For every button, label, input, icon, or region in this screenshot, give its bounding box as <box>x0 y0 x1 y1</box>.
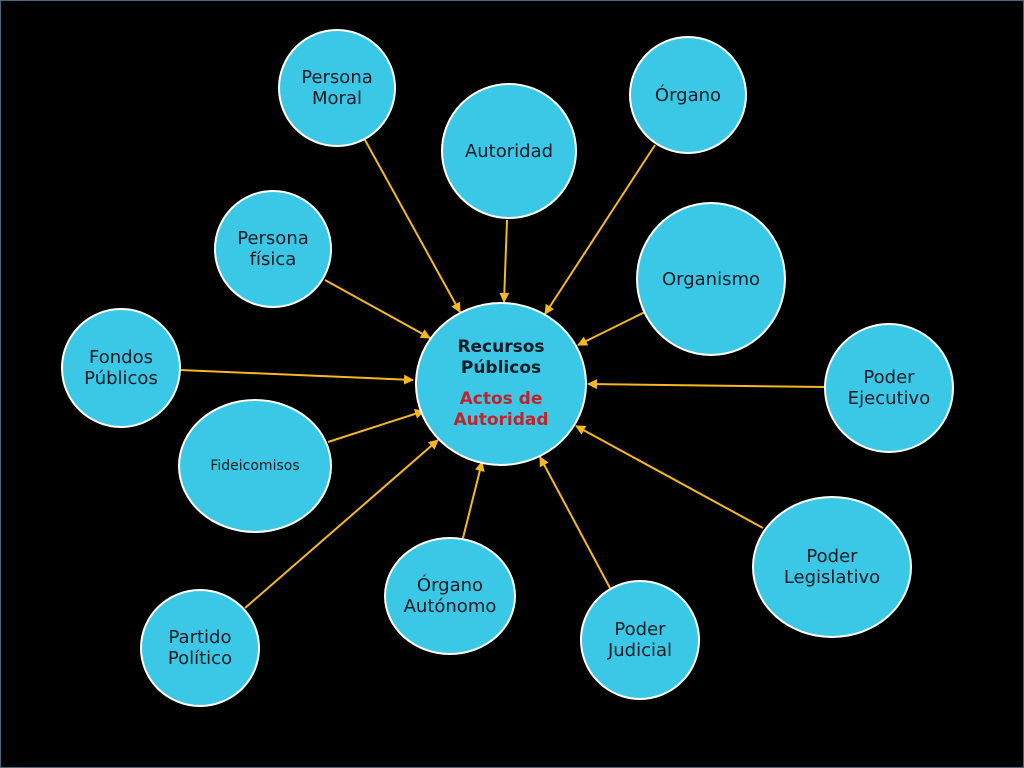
node-label: Persona física <box>237 228 309 270</box>
node-label: Poder Legislativo <box>783 546 881 588</box>
arrow-organo-autonomo <box>462 461 485 539</box>
node-label: Fondos Públicos <box>84 347 158 389</box>
arrow-fondos-publicos <box>179 369 414 385</box>
center-title: Recursos Públicos <box>457 337 545 378</box>
node-recursos-publicos: Recursos Públicos Actos de Autoridad <box>415 302 587 466</box>
node-poder-ejecutivo: Poder Ejecutivo <box>824 323 954 453</box>
node-label: Fideicomisos <box>210 457 300 474</box>
node-autoridad: Autoridad <box>441 83 577 219</box>
arrow-poder-legislativo <box>575 425 764 529</box>
node-label: Poder Ejecutivo <box>847 367 931 409</box>
arrow-poder-ejecutivo <box>587 379 827 390</box>
arrow-autoridad <box>499 219 510 303</box>
node-partido-politico: Partido Político <box>140 589 260 707</box>
node-label: Poder Judicial <box>607 619 673 661</box>
arrow-persona-moral <box>364 139 461 313</box>
node-poder-judicial: Poder Judicial <box>580 580 700 700</box>
node-label: Autoridad <box>464 140 554 162</box>
node-label: Persona Moral <box>301 67 373 109</box>
node-label: Organismo <box>661 268 761 290</box>
arrow-poder-judicial <box>539 456 611 589</box>
node-fideicomisos: Fideicomisos <box>178 399 332 533</box>
node-organo-autonomo: Órgano Autónomo <box>384 537 516 655</box>
arrow-organo <box>544 144 656 315</box>
arrow-partido-politico <box>244 439 439 609</box>
node-label: Órgano <box>654 84 722 106</box>
node-organismo: Organismo <box>636 202 786 356</box>
node-persona-moral: Persona Moral <box>278 29 396 147</box>
node-poder-legislativo: Poder Legislativo <box>752 496 912 638</box>
node-label: Órgano Autónomo <box>403 575 497 617</box>
arrow-persona-fisica <box>324 279 431 339</box>
node-label: Partido Político <box>167 627 233 669</box>
node-fondos-publicos: Fondos Públicos <box>61 308 181 428</box>
node-organo: Órgano <box>629 36 747 154</box>
center-subtitle: Actos de Autoridad <box>453 389 549 430</box>
arrow-organismo <box>577 311 646 346</box>
arrow-fideicomisos <box>327 409 425 443</box>
node-persona-fisica: Persona física <box>214 190 332 308</box>
